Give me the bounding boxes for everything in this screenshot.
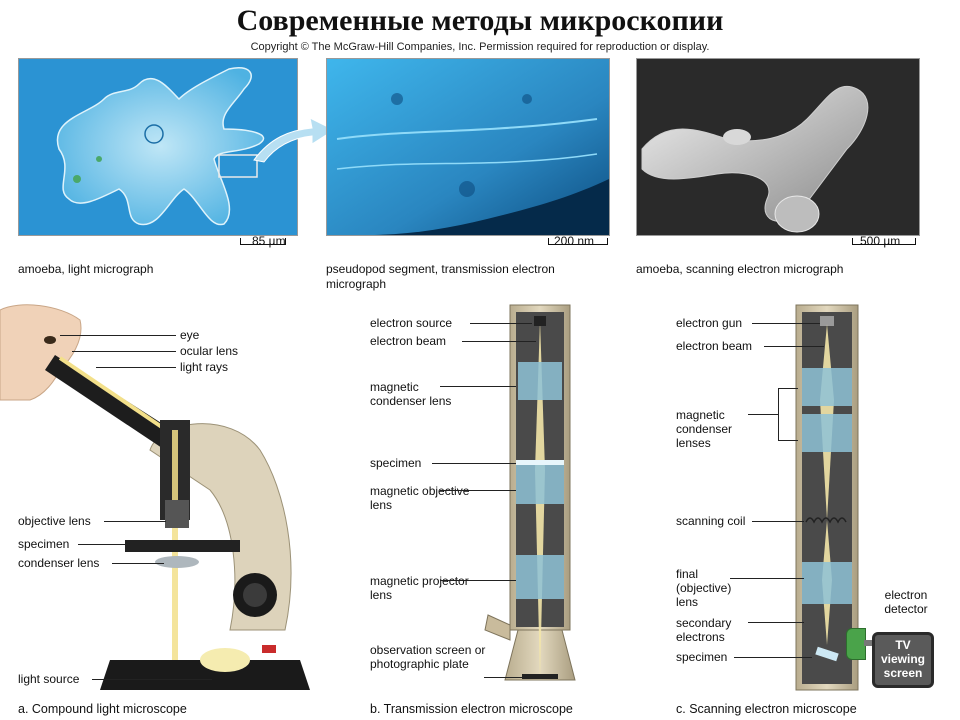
caption-sem-micrograph: amoeba, scanning electron micrograph — [636, 262, 844, 276]
label-electron-gun: electron gun — [676, 316, 743, 330]
label-objective-lens: objective lens — [18, 514, 91, 528]
leader-line — [734, 657, 812, 658]
detector-cable — [864, 640, 874, 646]
tv-screen-label: TV viewing screen — [880, 638, 925, 680]
leader-line — [432, 463, 516, 464]
label-magnetic-projector-lens: magnetic projector lens — [370, 574, 469, 602]
leader-line — [78, 544, 166, 545]
label-ocular-lens: ocular lens — [180, 344, 239, 358]
leader-line — [112, 563, 164, 564]
leader-line — [96, 367, 176, 368]
leader-line — [92, 679, 212, 680]
leader-line — [72, 351, 176, 352]
leader-line — [440, 580, 516, 581]
leader-line — [748, 414, 778, 415]
light-microscope-illustration — [0, 304, 310, 690]
leader-line — [470, 323, 532, 324]
label-condenser-lens: condenser lens — [18, 556, 100, 570]
light-micrograph-image — [18, 58, 298, 236]
leader-line — [752, 323, 820, 324]
scale-bar-1 — [240, 238, 286, 245]
scale-label-3: 500 µm — [860, 234, 901, 248]
bracket-line — [778, 388, 779, 440]
tem-column-illustration — [484, 304, 576, 681]
scale-label-1: 85 µm — [252, 234, 286, 248]
label-eye: eye — [180, 328, 200, 342]
caption-light-micrograph: amoeba, light micrograph — [18, 262, 154, 276]
leader-line — [462, 341, 536, 342]
scale-label-2: 200 nm — [554, 234, 595, 248]
amoeba-illustration — [56, 67, 265, 226]
sem-amoeba-illustration — [637, 59, 919, 235]
caption-tem: b. Transmission electron microscope — [370, 702, 573, 716]
leader-line — [104, 521, 166, 522]
label-specimen-a: specimen — [18, 537, 70, 551]
label-magnetic-objective-lens: magnetic objective lens — [370, 484, 470, 512]
tem-micrograph-image — [326, 58, 610, 236]
label-magnetic-condenser-lenses: magnetic condenser lenses — [676, 408, 733, 450]
label-final-objective-lens: final (objective) lens — [676, 567, 732, 609]
label-electron-beam-sem: electron beam — [676, 339, 753, 353]
caption-sem: c. Scanning electron microscope — [676, 702, 857, 716]
label-light-source: light source — [18, 672, 80, 686]
page-title: Современные методы микроскопии — [236, 4, 724, 37]
label-specimen-b: specimen — [370, 456, 422, 470]
label-secondary-electrons: secondary electrons — [676, 616, 732, 644]
label-observation-screen: observation screen or photographic plate — [370, 643, 486, 671]
leader-line — [764, 346, 824, 347]
pseudopod-illustration — [327, 59, 609, 235]
scale-bar-line — [240, 238, 286, 245]
leader-line — [752, 521, 804, 522]
leader-line — [440, 490, 516, 491]
scale-bar-line — [548, 238, 608, 245]
leader-line — [484, 677, 528, 678]
label-electron-detector: electron detector — [884, 588, 928, 616]
label-light-rays: light rays — [180, 360, 229, 374]
leader-line — [440, 386, 516, 387]
scale-bar-3 — [852, 238, 916, 245]
label-scanning-coil: scanning coil — [676, 514, 746, 528]
leader-line — [730, 578, 804, 579]
label-electron-source: electron source — [370, 316, 453, 330]
detector-icon — [846, 628, 866, 660]
tv-viewing-screen: TV viewing screen — [872, 632, 934, 688]
label-specimen-c: specimen — [676, 650, 728, 664]
caption-light-microscope: a. Compound light microscope — [18, 702, 187, 716]
leader-line — [60, 335, 176, 336]
sem-column-illustration — [795, 304, 859, 691]
copyright-notice: Copyright © The McGraw-Hill Companies, I… — [250, 41, 710, 53]
leader-line — [748, 622, 804, 623]
caption-tem-micrograph: pseudopod segment, transmission electron… — [326, 262, 555, 291]
sem-micrograph-image — [636, 58, 920, 236]
scale-bar-line — [852, 238, 916, 245]
scale-bar-2 — [548, 238, 608, 245]
leader-line — [778, 388, 798, 389]
leader-line — [778, 440, 798, 441]
label-electron-beam-tem: electron beam — [370, 334, 447, 348]
label-magnetic-condenser-lens: magnetic condenser lens — [370, 380, 452, 408]
